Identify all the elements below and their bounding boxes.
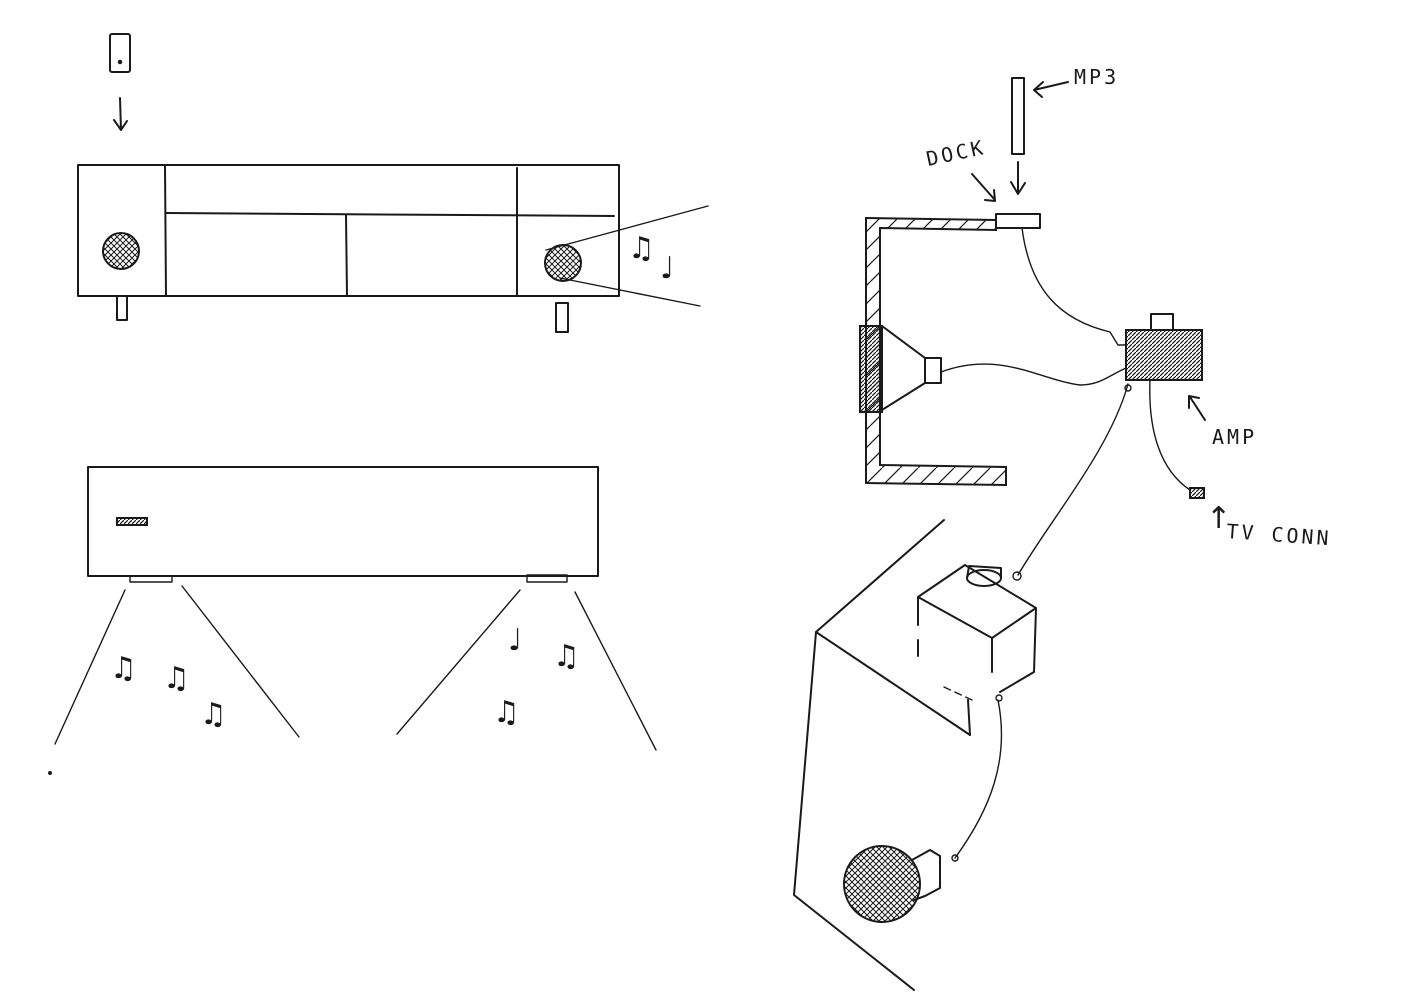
dock-slot-icon <box>116 517 148 526</box>
subwoofer-cone <box>843 845 921 923</box>
dock-block <box>995 213 1041 229</box>
speaker-grille-right <box>544 244 582 282</box>
mp3-player-icon <box>1011 77 1025 155</box>
music-note-icon: ♫ <box>553 639 580 674</box>
music-note-icon: ♫ <box>493 695 520 730</box>
mp3-player-icon <box>109 33 131 73</box>
label-dock: DOCK <box>924 135 988 171</box>
amplifier-block <box>1125 329 1203 381</box>
arrow-up-icon: ↑ <box>1206 501 1231 536</box>
label-tv-conn: TV CONN <box>1226 519 1333 550</box>
speaker-grille-left <box>102 232 140 270</box>
label-mp3: MP3 <box>1074 65 1119 89</box>
wire-dock-amp <box>1021 227 1127 346</box>
amp-module-box <box>917 564 1037 693</box>
music-note-icon: ♫ <box>163 661 190 696</box>
wiring-diagram: MP3 DOCK AMP ↑ TV CONN <box>859 65 1333 581</box>
music-note-icon: ♫ <box>628 231 655 266</box>
label-amp: AMP <box>1212 425 1257 449</box>
wire-amp-tv <box>1149 379 1191 491</box>
music-note-icon: ♩ <box>660 251 674 286</box>
arrow-down-icon <box>113 97 128 131</box>
music-note-icon: ♫ <box>110 651 137 686</box>
wire-amp-sub <box>1017 383 1129 576</box>
arrow-left-icon <box>1033 81 1069 98</box>
cabinet-front <box>77 164 620 297</box>
arrow-down-right-icon <box>971 173 996 202</box>
tv-connector <box>1189 487 1205 499</box>
wire-speaker-amp <box>940 363 1127 386</box>
front-view-sideboard: ♫ ♩ <box>77 33 709 333</box>
subwoofer-perspective <box>793 519 1037 991</box>
cabinet-side <box>87 466 599 577</box>
music-note-icon: ♩ <box>508 623 522 658</box>
cabinet-section <box>865 216 1007 487</box>
speaker-built-in <box>859 325 883 413</box>
wire-sub-internal <box>954 699 1003 859</box>
arrow-up-left-icon <box>1188 395 1206 421</box>
music-note-icon: ♫ <box>200 697 227 732</box>
side-view-cabinet: ♫ ♫ ♫ ♩ ♫ ♫ <box>48 466 657 775</box>
arrow-down-icon <box>1010 161 1026 195</box>
